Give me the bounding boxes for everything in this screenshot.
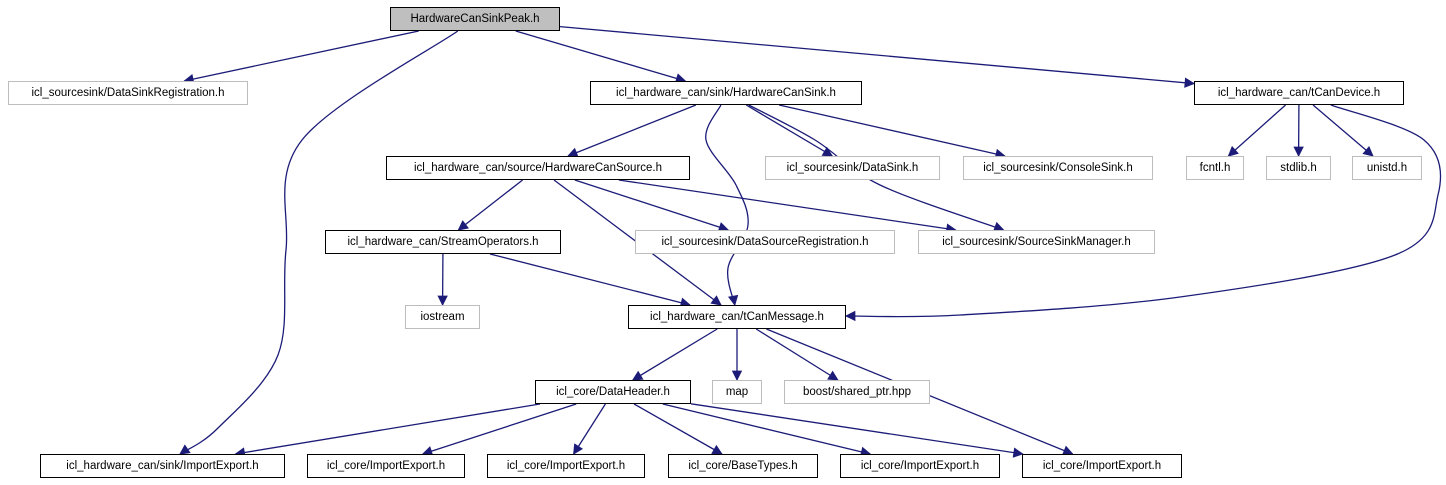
node-core-import-export-4[interactable]: icl_core/ImportExport.h: [1022, 454, 1182, 478]
edge-stream-operators--tcan-message: [489, 253, 691, 308]
node-tcan-device[interactable]: icl_hardware_can/tCanDevice.h: [1194, 81, 1404, 105]
node-boost-shared-ptr: boost/shared_ptr.hpp: [784, 380, 930, 404]
node-base-types[interactable]: icl_core/BaseTypes.h: [668, 454, 818, 478]
edge-data-header--base-types: [633, 403, 723, 455]
node-data-source-registration: icl_sourcesink/DataSourceRegistration.h: [635, 230, 895, 254]
node-core-import-export-3[interactable]: icl_core/ImportExport.h: [840, 454, 1000, 478]
node-fcntl: fcntl.h: [1186, 156, 1244, 180]
edge-hardware-can-source--stream-operators: [457, 179, 523, 231]
node-console-sink: icl_sourcesink/ConsoleSink.h: [963, 156, 1153, 180]
edge-data-header--sink-import-export: [234, 403, 541, 458]
edge-hardware-can-sink-peak--hardware-can-sink: [515, 30, 687, 84]
node-core-import-export-1[interactable]: icl_core/ImportExport.h: [307, 454, 465, 478]
node-data-sink-registration: icl_sourcesink/DataSinkRegistration.h: [8, 81, 248, 105]
edge-hardware-can-source--source-sink-manager: [618, 179, 957, 234]
edge-tcan-device--tcan-message: [844, 104, 1442, 322]
edge-hardware-can-sink--console-sink: [778, 104, 1006, 160]
node-source-sink-manager: icl_sourcesink/SourceSinkManager.h: [918, 230, 1155, 254]
node-tcan-message[interactable]: icl_hardware_can/tCanMessage.h: [628, 305, 846, 329]
edge-data-header--core-import-export-1: [421, 403, 577, 457]
edge-tcan-device--unistd: [1312, 104, 1374, 157]
node-stream-operators[interactable]: icl_hardware_can/StreamOperators.h: [325, 230, 561, 254]
node-hardware-can-sink-peak: HardwareCanSinkPeak.h: [390, 7, 560, 31]
edge-hardware-can-source--data-source-registration: [574, 179, 730, 233]
node-hardware-can-sink[interactable]: icl_hardware_can/sink/HardwareCanSink.h: [590, 81, 862, 105]
node-sink-import-export[interactable]: icl_hardware_can/sink/ImportExport.h: [40, 454, 285, 478]
edge-hardware-can-sink-peak--data-sink-registration: [183, 30, 419, 85]
edge-hardware-can-sink--tcan-message: [705, 104, 749, 307]
node-data-sink: icl_sourcesink/DataSink.h: [765, 156, 940, 180]
node-core-import-export-2[interactable]: icl_core/ImportExport.h: [487, 454, 645, 478]
node-hardware-can-source[interactable]: icl_hardware_can/source/HardwareCanSourc…: [386, 156, 690, 180]
edge-tcan-message--boost-shared-ptr: [755, 328, 839, 381]
edge-hardware-can-sink--data-sink: [745, 104, 834, 157]
edge-tcan-message--data-header: [631, 328, 718, 381]
edge-hardware-can-sink--hardware-can-source: [567, 104, 697, 158]
edge-hardware-can-sink-peak--tcan-device: [559, 25, 1196, 88]
node-unistd: unistd.h: [1352, 156, 1422, 180]
edge-data-header--core-import-export-2: [573, 403, 606, 455]
edge-data-header--core-import-export-3: [662, 403, 872, 457]
node-stdlib: stdlib.h: [1266, 156, 1331, 180]
node-iostream: iostream: [405, 305, 480, 329]
edge-tcan-device--fcntl: [1227, 104, 1286, 157]
edge-data-header--core-import-export-4: [690, 403, 1024, 458]
node-map: map: [712, 380, 762, 404]
node-data-header[interactable]: icl_core/DataHeader.h: [535, 380, 691, 404]
